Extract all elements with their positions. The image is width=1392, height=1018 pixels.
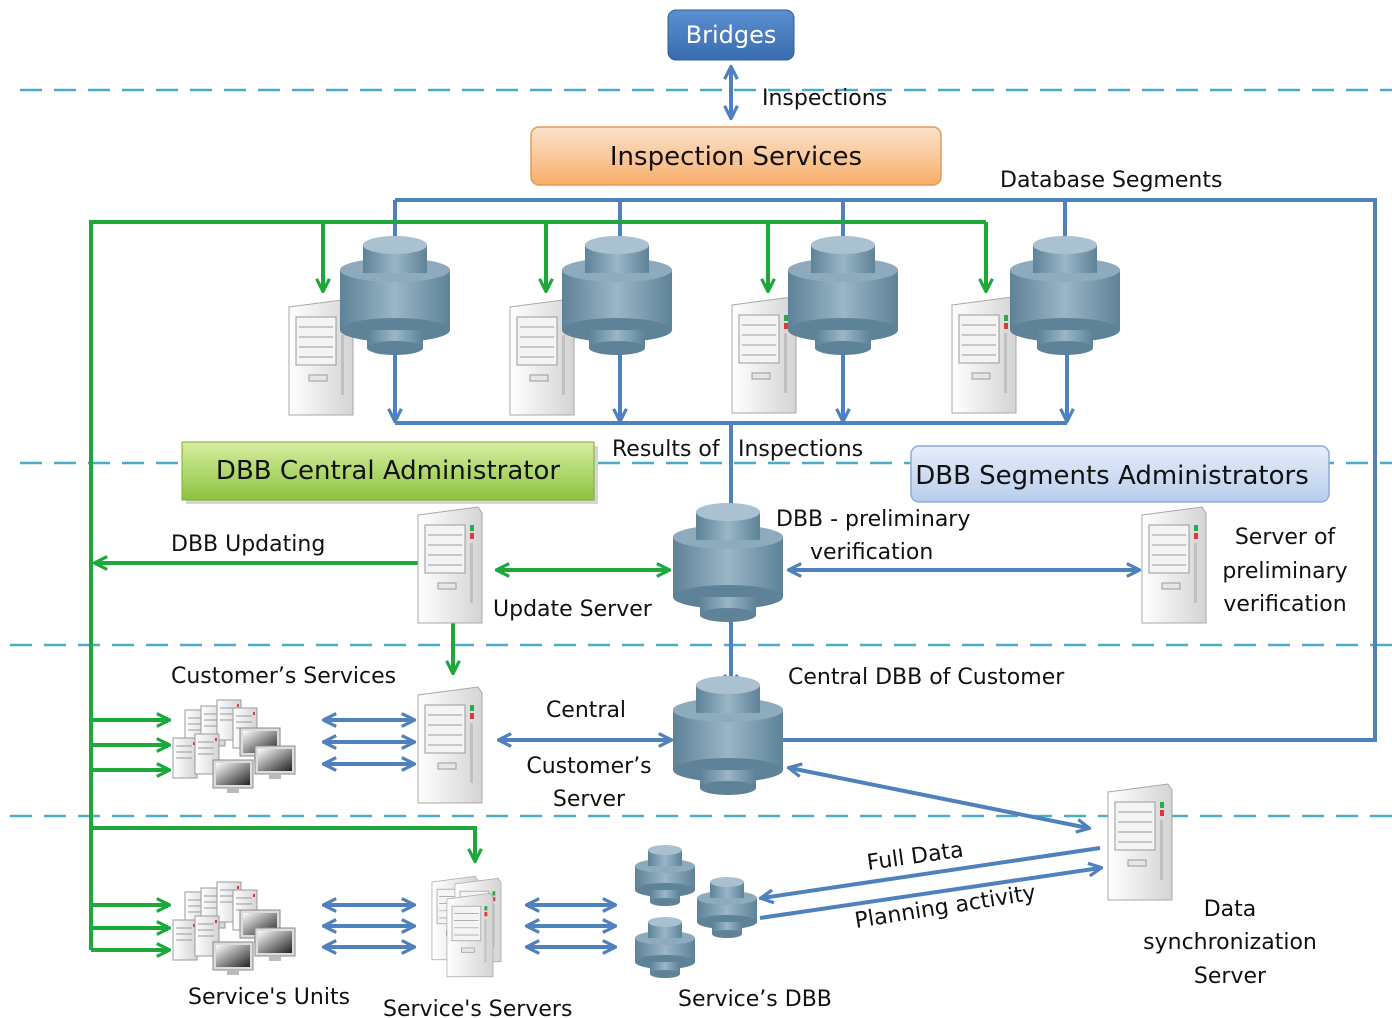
planning-activity-label: Planning activity: [853, 881, 1038, 934]
server-icon: [951, 296, 1017, 414]
central-dbb-icon: [673, 676, 783, 795]
bridges-box: Bridges: [667, 9, 795, 61]
segments-admin-box: DBB Segments Administrators: [910, 445, 1330, 503]
database-segments-label: Database Segments: [1000, 168, 1222, 193]
database-icon: [635, 917, 695, 978]
diagram-labels: Inspections Database Segments Results of…: [171, 86, 1348, 1018]
customers-services-cluster-icon: [173, 700, 295, 793]
server-label: Server: [553, 787, 626, 812]
services-servers-label: Service's Servers: [383, 997, 572, 1018]
central-dbb-label: Central DBB of Customer: [788, 665, 1065, 690]
planning-activity-arrow: [759, 868, 1100, 920]
synchronization-label: synchronization: [1143, 930, 1317, 955]
inspections-label: Inspections: [762, 86, 887, 111]
preliminary-verification-server-icon: [1141, 506, 1207, 624]
database-icon: [1010, 236, 1120, 355]
svg-text:Inspection Services: Inspection Services: [610, 142, 862, 172]
data-label: Data: [1204, 897, 1257, 922]
database-icon: [697, 877, 757, 938]
update-server-label: Update Server: [493, 597, 653, 622]
preliminary-2-label: preliminary: [1222, 559, 1347, 584]
central-customer-server-icon: [417, 686, 483, 804]
database-icon: [788, 236, 898, 355]
central-label: Central: [546, 698, 626, 723]
central-admin-box: DBB Central Administrator: [181, 441, 598, 504]
full-data-arrow: [762, 846, 1101, 898]
database-segments-line: [395, 198, 1377, 742]
database-icon: [635, 845, 695, 906]
preliminary-verification-db-icon: [673, 503, 783, 622]
results-inspections-label: Inspections: [738, 437, 863, 462]
database-icon: [562, 236, 672, 355]
verification-2-label: verification: [1223, 592, 1346, 617]
database-icon: [340, 236, 450, 355]
server-of-label: Server of: [1235, 525, 1337, 550]
green-connectors: [89, 220, 986, 950]
customers-services-label: Customer’s Services: [171, 664, 396, 689]
dbb-updating-label: DBB Updating: [171, 532, 325, 557]
svg-text:DBB Central Administrator: DBB Central Administrator: [216, 456, 560, 486]
svg-text:Bridges: Bridges: [686, 21, 777, 49]
preliminary-label: DBB - preliminary: [776, 507, 970, 532]
data-sync-server-icon: [1107, 783, 1173, 901]
services-dbb-label: Service’s DBB: [678, 987, 832, 1012]
inspection-services-box: Inspection Services: [530, 126, 942, 186]
sync-server-label: Server: [1194, 964, 1267, 989]
verification-label: verification: [810, 540, 933, 565]
services-dbb-icons: [635, 845, 757, 978]
update-server-icon: [417, 506, 483, 624]
results-of-label: Results of: [612, 437, 721, 462]
svg-text:DBB Segments Administrators: DBB Segments Administrators: [915, 461, 1309, 491]
customers-label: Customer’s: [526, 754, 651, 779]
server-icon: [731, 296, 797, 414]
dbb-updating-bus: [89, 220, 986, 950]
services-servers-icon: [431, 875, 502, 978]
services-units-label: Service's Units: [188, 985, 350, 1010]
services-units-cluster-icon: [173, 882, 295, 975]
